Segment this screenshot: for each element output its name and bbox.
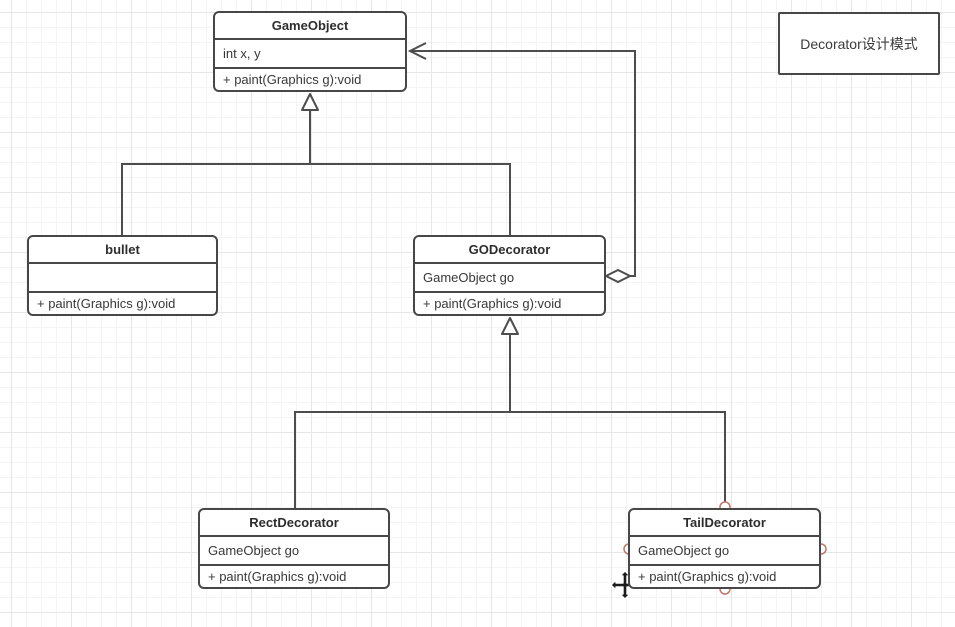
class-field: GameObject go	[630, 537, 819, 566]
class-method: + paint(Graphics g):void	[208, 569, 347, 584]
class-title: bullet	[29, 237, 216, 264]
title-note-label: Decorator设计模式	[800, 35, 918, 52]
class-title: RectDecorator	[200, 510, 388, 537]
class-field: GameObject go	[415, 264, 604, 293]
class-taildecorator[interactable]: TailDecorator GameObject go + paint(Grap…	[628, 508, 821, 589]
class-title: GODecorator	[415, 237, 604, 264]
class-method: + paint(Graphics g):void	[638, 569, 777, 584]
open-arrowhead-icon	[407, 42, 427, 60]
edge-aggregation-godecorator-gameobject[interactable]	[407, 42, 636, 283]
edge-inheritance-to-godecorator[interactable]	[294, 317, 726, 508]
class-method: + paint(Graphics g):void	[37, 296, 176, 311]
class-rectdecorator[interactable]: RectDecorator GameObject go + paint(Grap…	[198, 508, 390, 589]
class-field: GameObject go	[200, 537, 388, 566]
title-note-box[interactable]: Decorator设计模式	[778, 12, 940, 75]
class-bullet[interactable]: bullet + paint(Graphics g):void	[27, 235, 218, 316]
aggregation-diamond-icon	[605, 269, 631, 283]
class-field	[29, 264, 216, 293]
class-method: + paint(Graphics g):void	[223, 72, 362, 87]
class-field: int x, y	[215, 40, 405, 69]
class-method: + paint(Graphics g):void	[423, 296, 562, 311]
edge-inheritance-to-gameobject[interactable]	[121, 93, 511, 235]
class-gameobject[interactable]: GameObject int x, y + paint(Graphics g):…	[213, 11, 407, 92]
inheritance-arrowhead-icon	[301, 93, 319, 111]
class-title: GameObject	[215, 13, 405, 40]
class-title: TailDecorator	[630, 510, 819, 537]
class-godecorator[interactable]: GODecorator GameObject go + paint(Graphi…	[413, 235, 606, 316]
inheritance-arrowhead-icon	[501, 317, 519, 335]
